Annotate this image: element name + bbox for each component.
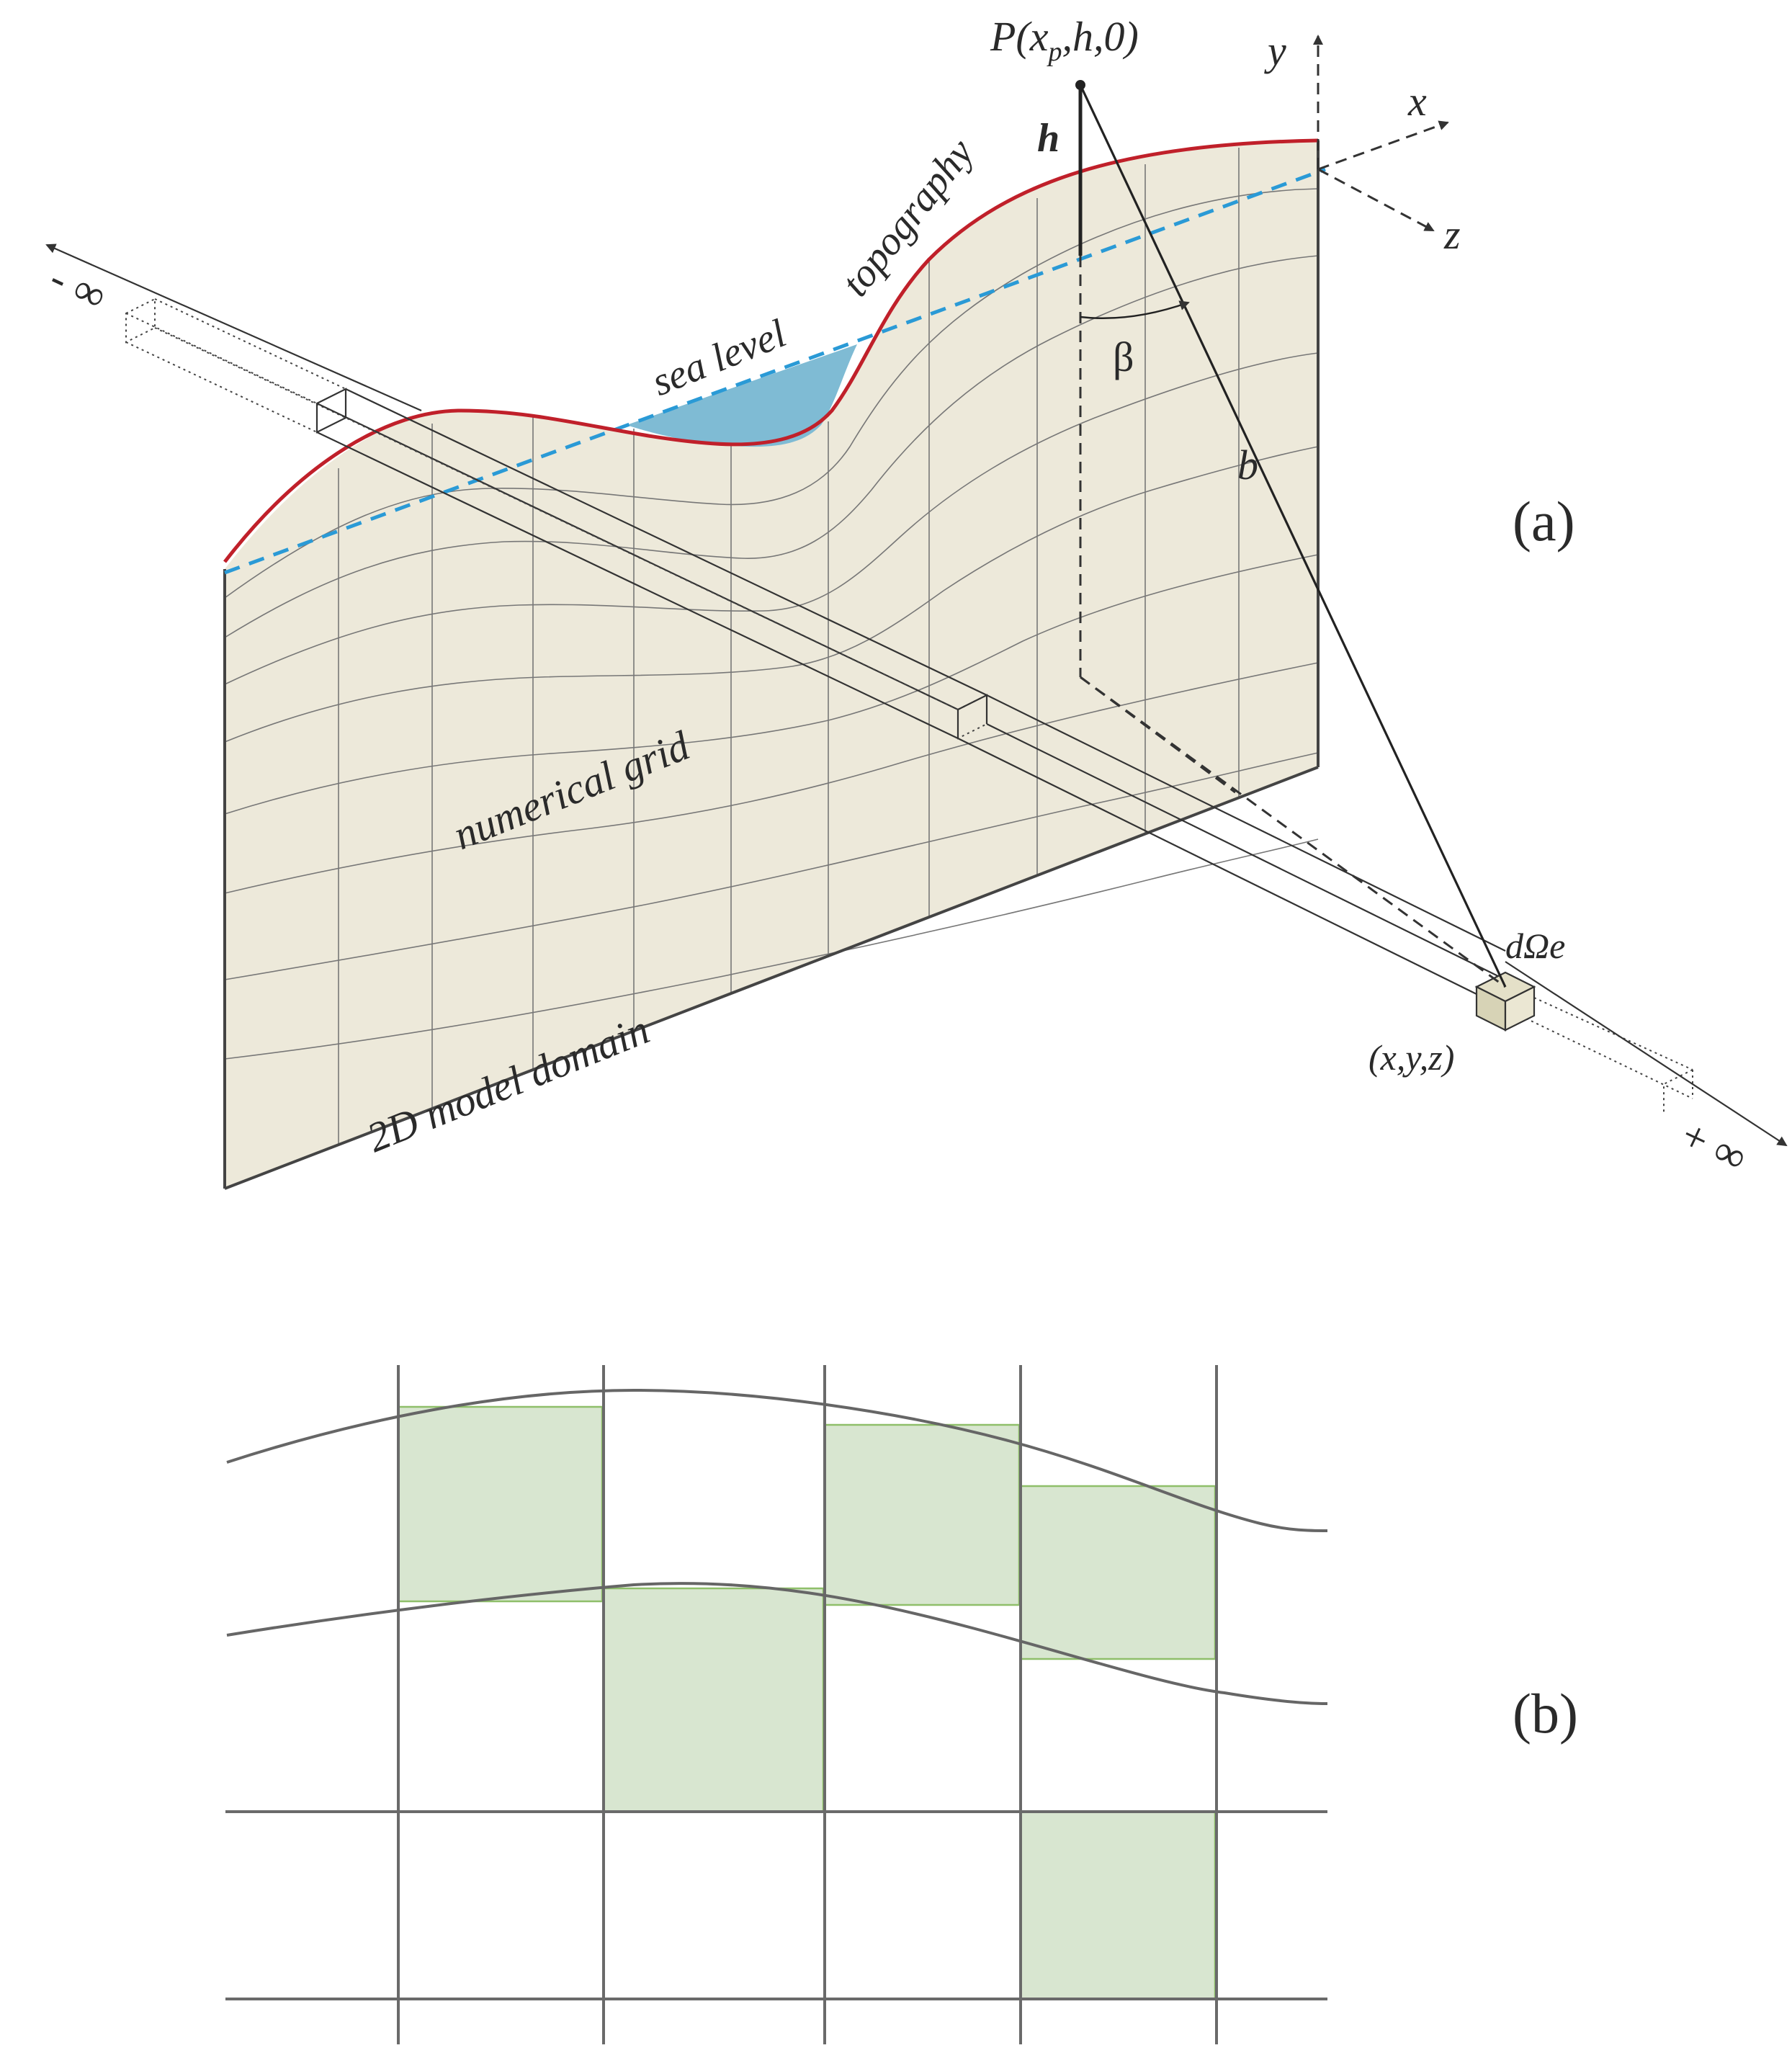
axis-z-label: z — [1443, 211, 1461, 258]
axis-x-label: x — [1407, 78, 1427, 125]
panel-b-label: (b) — [1513, 1682, 1578, 1745]
regular-grid — [225, 1365, 1327, 2044]
volume-element — [1474, 971, 1536, 1032]
grid-horizontal-lines — [224, 188, 1319, 1060]
coords-label: (x,y,z) — [1368, 1037, 1454, 1078]
element-label: dΩe — [1505, 926, 1565, 966]
beta-label: β — [1113, 334, 1134, 380]
upper-interface-curve — [226, 1388, 1328, 1532]
water-body — [627, 344, 857, 447]
panel-a: P(xp,h,0) h β b y x z - ∞ + ∞ topography… — [43, 13, 1788, 1190]
grid-vertical-lines — [338, 148, 1240, 1145]
model-domain-bottom-edge — [224, 766, 1319, 1190]
infinite-prism — [125, 298, 1693, 1113]
beta-angle-arc — [1080, 300, 1190, 320]
shaded-cells — [397, 1405, 1217, 2000]
lower-interface-curve — [226, 1582, 1328, 1705]
distance-b-line — [1079, 84, 1507, 988]
model-domain-face — [225, 140, 1318, 1189]
minus-infinity-label: - ∞ — [43, 254, 114, 321]
plus-infinity-arrow — [1505, 961, 1788, 1147]
panel-b: (b) — [225, 1365, 1578, 2044]
plus-infinity-label: + ∞ — [1675, 1111, 1755, 1182]
panel-a-label: (a) — [1513, 490, 1575, 553]
point-p-label: P(xp,h,0) — [990, 13, 1139, 67]
axis-y-label: y — [1264, 27, 1286, 74]
sea-level-line — [224, 167, 1326, 575]
b-label: b — [1237, 442, 1258, 488]
minus-infinity-arrow — [45, 243, 422, 412]
ground-dashed-line-2 — [1080, 676, 1506, 988]
coordinate-axes — [1313, 35, 1449, 232]
h-label: h — [1037, 116, 1059, 161]
topography-line — [223, 138, 1319, 563]
